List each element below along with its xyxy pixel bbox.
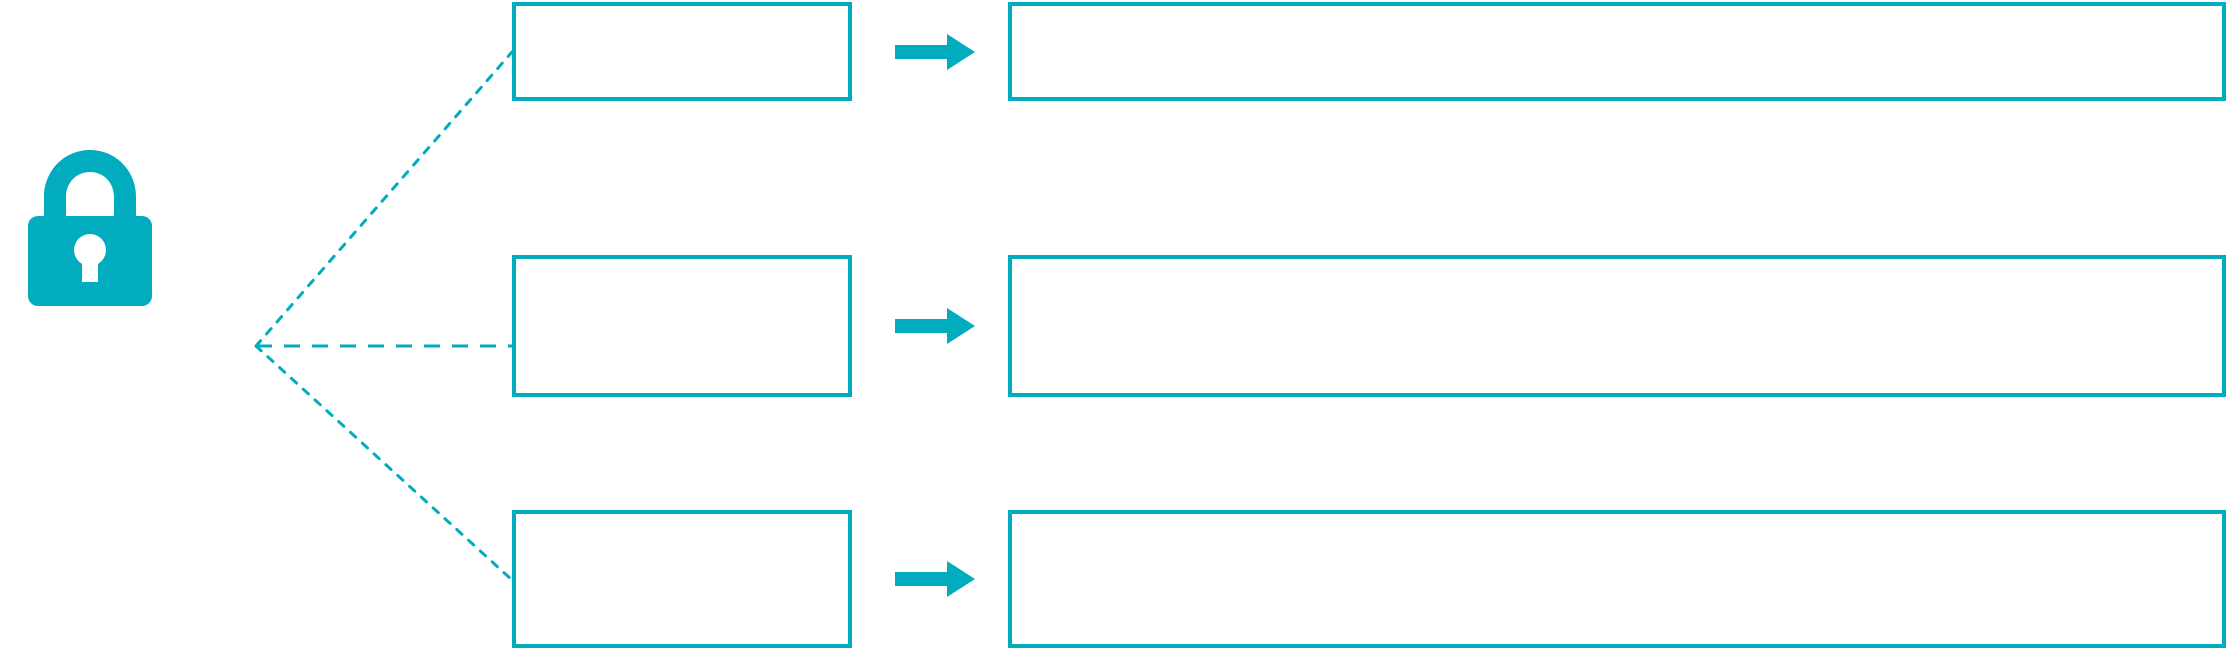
stage-box-left-label [516,514,848,534]
stage-box-right-label [1012,6,2222,26]
stage-box-right[interactable] [1008,255,2226,397]
stage-box-left[interactable] [512,2,852,101]
arrow-right-icon [895,308,975,344]
stage-box-left-label [516,6,848,26]
process-row [0,510,2229,648]
stage-box-right[interactable] [1008,510,2226,648]
arrow-right-icon [895,34,975,70]
stage-box-right[interactable] [1008,2,2226,101]
stage-box-right-label [1012,259,2222,279]
lock-icon [28,150,152,306]
arrow-right-icon [895,561,975,597]
stage-box-left[interactable] [512,255,852,397]
stage-box-right-label [1012,514,2222,534]
stage-box-left[interactable] [512,510,852,648]
process-row [0,2,2229,101]
process-row [0,255,2229,397]
stage-box-left-label [516,259,848,279]
